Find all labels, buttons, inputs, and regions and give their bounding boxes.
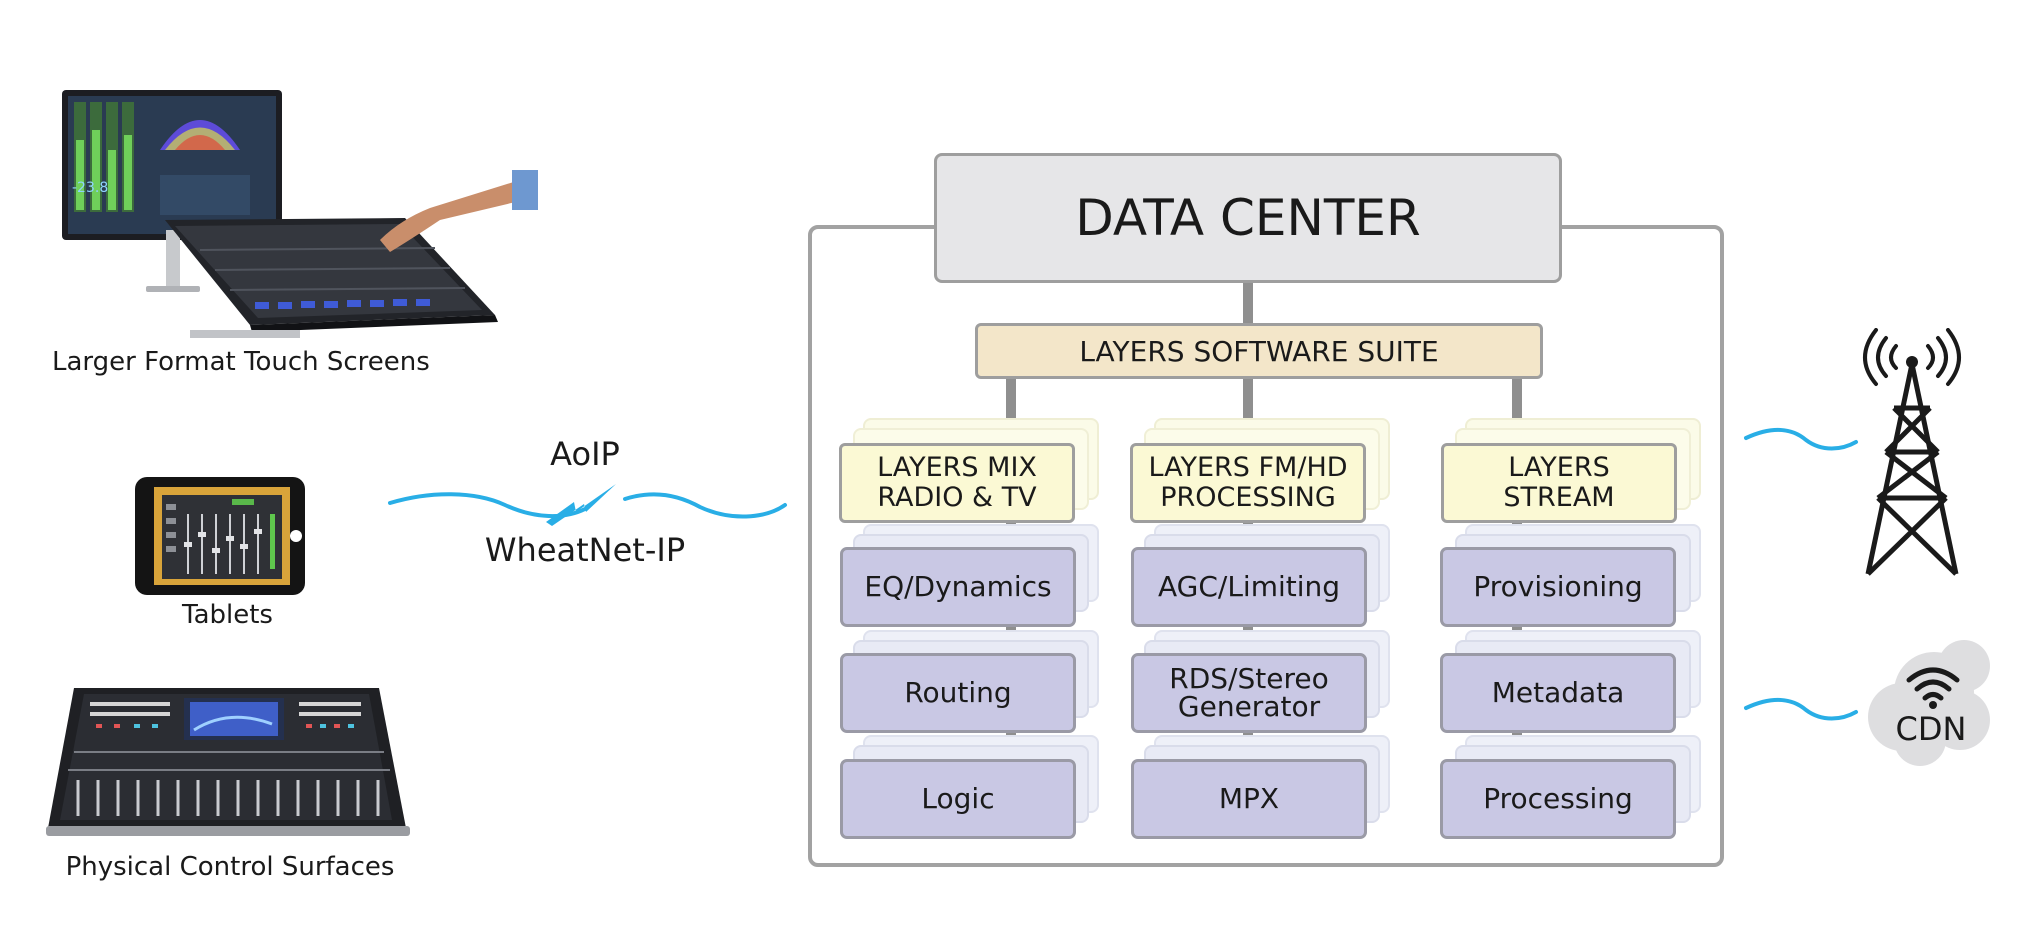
touch-screens-label: Larger Format Touch Screens bbox=[52, 347, 430, 377]
module-provisioning: Provisioning bbox=[1440, 547, 1676, 627]
module-eq-dynamics: EQ/Dynamics bbox=[840, 547, 1076, 627]
layers-mix-box: LAYERS MIX RADIO & TV bbox=[839, 443, 1075, 523]
output-wave-tower bbox=[1744, 427, 1858, 451]
wheatnet-label: WheatNet-IP bbox=[484, 531, 686, 569]
module-agc-limiting: AGC/Limiting bbox=[1131, 547, 1367, 627]
layers-stream-box: LAYERS STREAM bbox=[1441, 443, 1677, 523]
module-routing: Routing bbox=[840, 653, 1076, 733]
aoip-label: AoIP bbox=[550, 435, 620, 473]
control-surfaces-label: Physical Control Surfaces bbox=[65, 852, 395, 882]
tablets-label: Tablets bbox=[182, 600, 273, 630]
layers-fm-hd-box: LAYERS FM/HD PROCESSING bbox=[1130, 443, 1366, 523]
module-logic: Logic bbox=[840, 759, 1076, 839]
tablet-icon bbox=[135, 477, 305, 595]
output-wave-cdn bbox=[1744, 697, 1858, 721]
software-suite-label: LAYERS SOFTWARE SUITE bbox=[975, 323, 1543, 379]
module-metadata: Metadata bbox=[1440, 653, 1676, 733]
wifi-icon bbox=[1906, 667, 1960, 709]
radio-tower-icon bbox=[1863, 328, 1961, 576]
touch-screen-monitor-icon: -23.8 bbox=[62, 90, 538, 338]
module-mpx: MPX bbox=[1131, 759, 1367, 839]
module-processing: Processing bbox=[1440, 759, 1676, 839]
module-rds-stereo-generator: RDS/Stereo Generator bbox=[1131, 653, 1367, 733]
lightning-icon bbox=[546, 484, 616, 526]
data-center-title: DATA CENTER bbox=[934, 153, 1562, 283]
cdn-label: CDN bbox=[1895, 710, 1967, 748]
svg-text:-23.8: -23.8 bbox=[72, 180, 108, 196]
control-surface-icon bbox=[46, 688, 410, 836]
